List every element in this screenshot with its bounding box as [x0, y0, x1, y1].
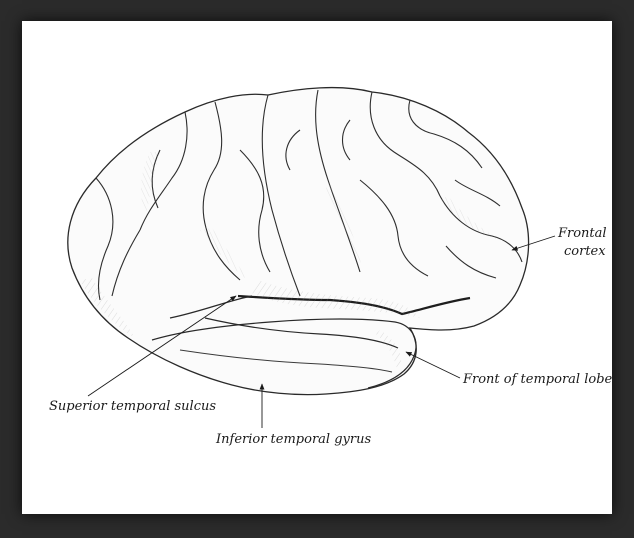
superior-temporal-sulcus-arrow [87, 295, 237, 397]
brain-outline [67, 86, 530, 396]
label-frontal-cortex-line1: Frontal [558, 226, 607, 241]
front-of-temporal-lobe-arrow [405, 351, 461, 379]
label-inferior-temporal-gyrus: Inferior temporal gyrus [216, 432, 372, 447]
label-front-of-temporal-lobe: Front of temporal lobe [463, 372, 613, 387]
illustration-card: Frontal cortex Front of temporal lobe Su… [22, 21, 612, 514]
brain-illustration [67, 86, 556, 428]
pencil-shading [80, 152, 500, 372]
superior-temporal-sulcus-line [169, 295, 253, 319]
label-superior-temporal-sulcus: Superior temporal sulcus [49, 399, 217, 414]
sulci-lines [95, 89, 523, 301]
temporal-lobe-outline [151, 318, 417, 389]
label-frontal-cortex-line2: cortex [564, 244, 606, 259]
frontal-cortex-arrow [511, 235, 556, 251]
